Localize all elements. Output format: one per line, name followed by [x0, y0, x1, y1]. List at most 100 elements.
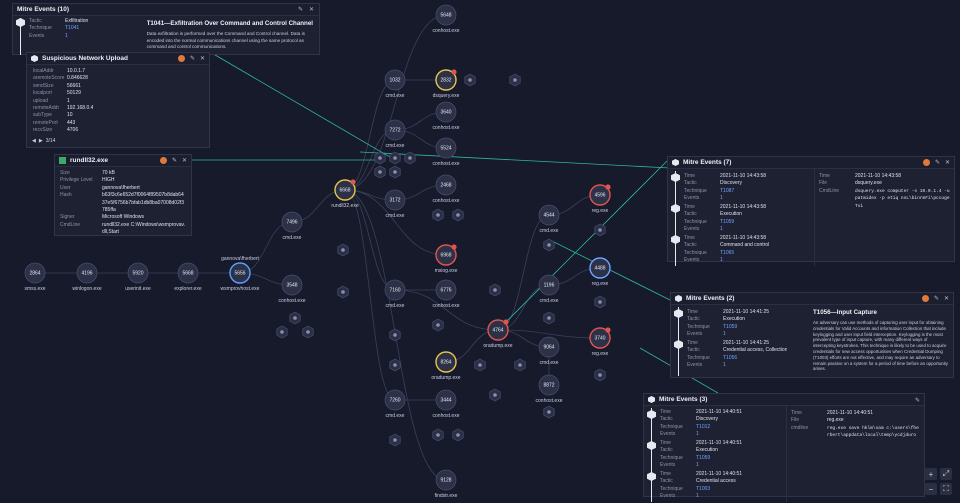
- event-hex-icon[interactable]: [389, 433, 401, 447]
- event-marker-icon[interactable]: [671, 173, 680, 182]
- event-marker-icon[interactable]: [647, 472, 656, 481]
- technique-link[interactable]: T1056: [723, 354, 738, 361]
- event-hex-icon[interactable]: [374, 151, 386, 165]
- event-hex-icon[interactable]: [489, 283, 501, 297]
- event-hex-icon[interactable]: [543, 238, 555, 252]
- zoom-in-button[interactable]: +: [925, 468, 937, 480]
- event-marker-icon[interactable]: [674, 340, 683, 349]
- event-hex-icon[interactable]: [594, 368, 606, 382]
- pin-icon[interactable]: ✎: [914, 398, 920, 404]
- event-marker-icon[interactable]: [647, 410, 656, 419]
- event-hex-icon[interactable]: [404, 151, 416, 165]
- technique-link[interactable]: T1059: [696, 454, 711, 461]
- event-hex-icon[interactable]: [543, 311, 555, 325]
- event-marker-icon[interactable]: [671, 235, 680, 244]
- pin-icon[interactable]: ✎: [171, 157, 177, 164]
- event-hex-icon[interactable]: [389, 165, 401, 179]
- event-hex-icon[interactable]: [452, 428, 464, 442]
- event-hex-icon[interactable]: [594, 223, 606, 237]
- event-hex-icon[interactable]: [374, 165, 386, 179]
- technique-link[interactable]: T1059: [723, 323, 738, 330]
- technique-link[interactable]: T1012: [696, 423, 711, 430]
- zoom-out-button[interactable]: −: [925, 483, 937, 495]
- event-hex-icon[interactable]: [337, 243, 349, 257]
- event-hex-icon[interactable]: [594, 295, 606, 309]
- technique-link[interactable]: T1059: [720, 218, 735, 225]
- event-marker-icon[interactable]: [647, 441, 656, 450]
- event-marker-icon[interactable]: [671, 204, 680, 213]
- event-hex-icon[interactable]: [432, 318, 444, 332]
- event-hex-icon[interactable]: [509, 73, 521, 87]
- technique-link[interactable]: T1065: [720, 249, 735, 256]
- event-hex-icon[interactable]: [337, 285, 349, 299]
- event-hex-icon[interactable]: [302, 325, 314, 339]
- fit-view-button[interactable]: ⤢: [940, 468, 952, 480]
- event-hex-icon[interactable]: [389, 328, 401, 342]
- pin-icon[interactable]: ✎: [934, 159, 940, 166]
- technique-link[interactable]: T1087: [720, 187, 735, 194]
- pin-icon[interactable]: ✎: [933, 295, 939, 302]
- event-hex-icon[interactable]: [543, 405, 555, 419]
- close-icon[interactable]: ✕: [944, 159, 950, 166]
- pin-icon[interactable]: ✎: [189, 55, 195, 62]
- close-icon[interactable]: ✕: [181, 157, 187, 164]
- event-hex-icon[interactable]: [432, 208, 444, 222]
- technique-link[interactable]: T1003: [696, 485, 711, 492]
- close-icon[interactable]: ✕: [199, 55, 205, 62]
- event-marker-icon[interactable]: [16, 18, 25, 27]
- event-marker-icon[interactable]: [674, 309, 683, 318]
- event-hex-icon[interactable]: [276, 325, 288, 339]
- event-hex-icon[interactable]: [464, 73, 476, 87]
- event-hex-icon[interactable]: [452, 208, 464, 222]
- technique-link[interactable]: T1041: [65, 25, 80, 32]
- event-hex-icon[interactable]: [389, 151, 401, 165]
- event-hex-icon[interactable]: [289, 311, 301, 325]
- event-hex-icon[interactable]: [389, 358, 401, 372]
- fullscreen-button[interactable]: ⛶: [940, 483, 952, 495]
- event-hex-icon[interactable]: [474, 358, 486, 372]
- process-name: oradump.exe: [431, 375, 460, 381]
- event-hex-icon[interactable]: [514, 358, 526, 372]
- event-hex-icon[interactable]: [489, 388, 501, 402]
- close-icon[interactable]: ✕: [308, 7, 314, 13]
- event-hex-icon[interactable]: [432, 428, 444, 442]
- attribute-key: Signer: [60, 214, 75, 221]
- close-icon[interactable]: ✕: [943, 295, 949, 302]
- prev-page-icon[interactable]: ◀: [32, 138, 36, 144]
- next-page-icon[interactable]: ▶: [38, 138, 43, 144]
- pin-icon[interactable]: ✎: [297, 7, 303, 13]
